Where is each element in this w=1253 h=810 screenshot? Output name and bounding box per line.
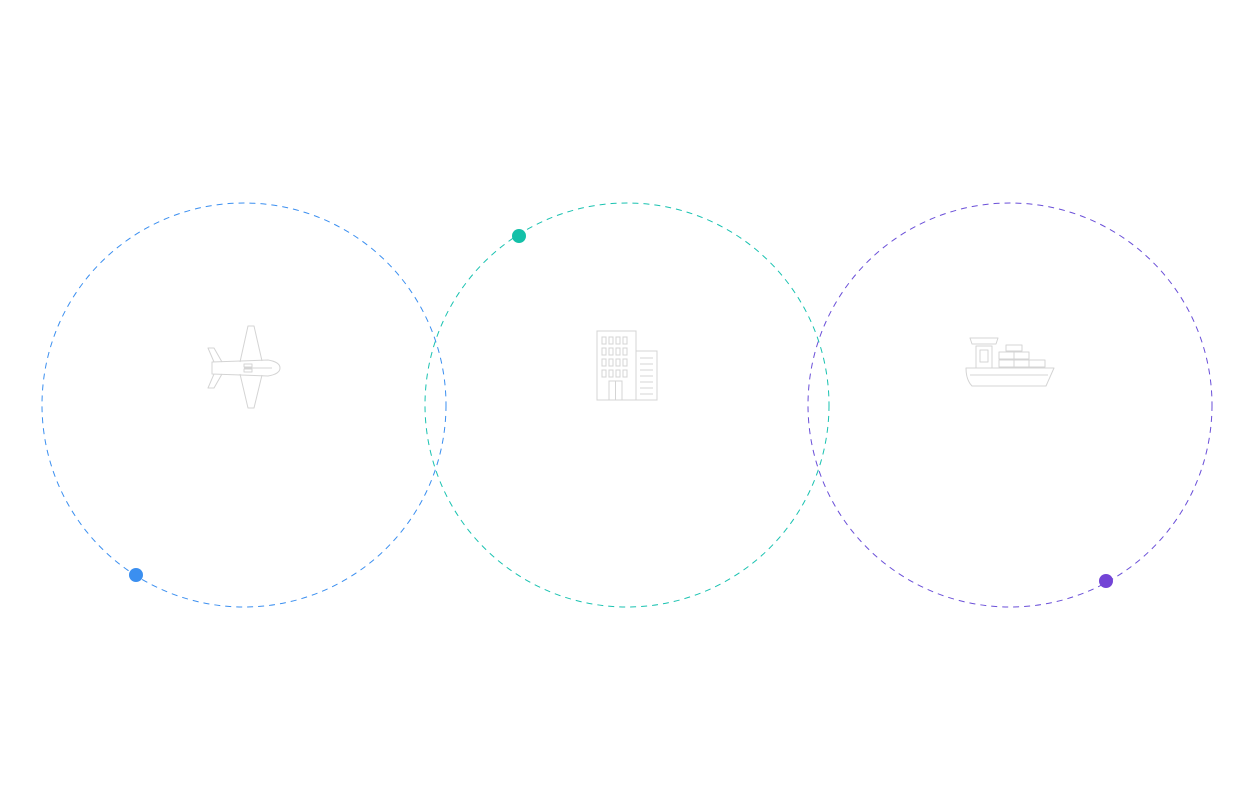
office-building-icon	[596, 330, 658, 401]
sea-ring-dot	[1099, 574, 1113, 588]
building-ring-dot	[512, 229, 526, 243]
sea-ring	[807, 202, 1213, 608]
air-ring	[41, 202, 447, 608]
building-ring	[424, 202, 830, 608]
airplane-icon	[207, 325, 281, 409]
air-ring-dot	[129, 568, 143, 582]
cargo-ship-icon	[965, 337, 1055, 387]
